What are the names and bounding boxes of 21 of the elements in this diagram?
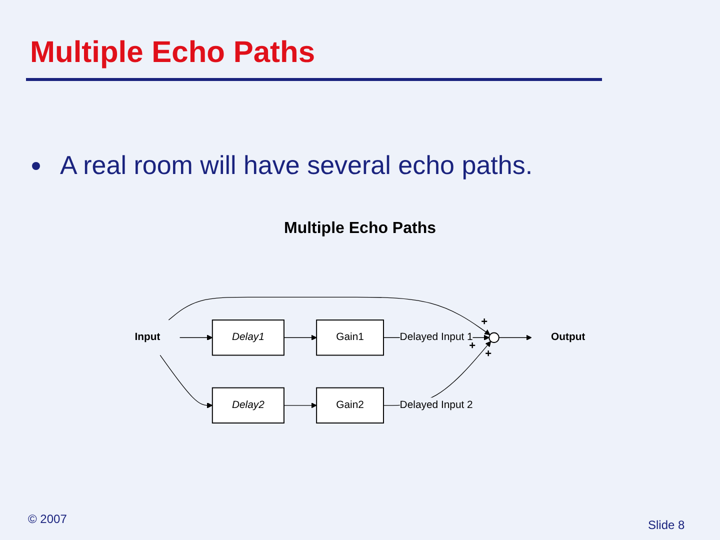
copyright-note: © 2007 [28,512,67,526]
sign-label: + [469,340,476,352]
arrow [284,402,317,408]
slide-title: Multiple Echo Paths [30,36,316,70]
node-text: Output [551,332,586,343]
figure-title: Multiple Echo Paths [282,220,437,238]
bullet-text: A real room will have several echo paths. [60,150,533,181]
node-box: Gain1 [316,319,384,356]
node-box: Gain2 [316,387,384,424]
slide-number: Slide 8 [648,518,685,532]
node-text: Input [134,332,160,343]
arrow [160,354,213,408]
node-box: Delay1 [212,319,284,356]
node-box: Delay2 [212,387,284,424]
arrow [498,334,532,340]
node-circle [488,332,500,343]
arrow [180,334,213,340]
arrow [168,296,490,335]
edge-label: Delayed Input 2 [400,399,473,411]
arrow [284,334,317,340]
edge-label: Delayed Input 1 [400,332,473,343]
